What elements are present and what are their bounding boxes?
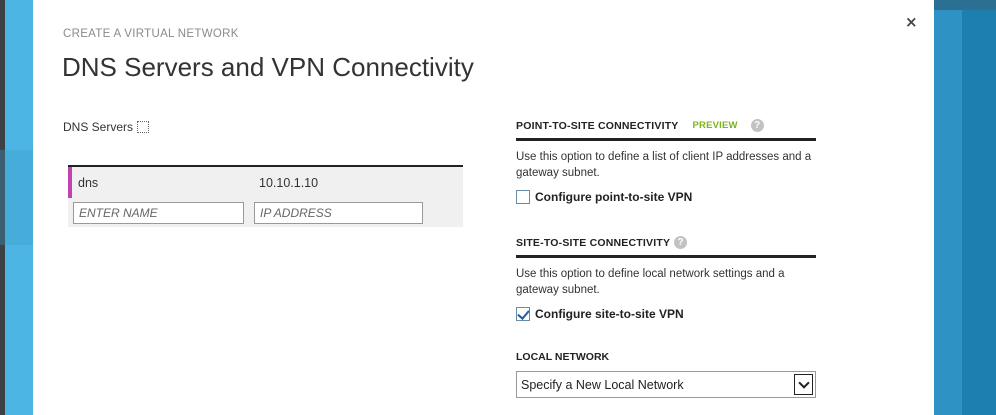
dns-name-input[interactable] bbox=[73, 201, 244, 224]
dns-new-entry-row bbox=[68, 198, 463, 227]
dns-ip-input[interactable] bbox=[254, 201, 423, 224]
chevron-down-icon[interactable] bbox=[794, 374, 813, 395]
site-to-site-heading-text: SITE-TO-SITE CONNECTIVITY bbox=[516, 236, 671, 249]
dns-servers-table: dns 10.10.1.10 bbox=[68, 165, 463, 227]
local-network-label: LOCAL NETWORK bbox=[516, 351, 610, 363]
info-icon[interactable] bbox=[137, 121, 150, 133]
point-to-site-description: Use this option to define a list of clie… bbox=[516, 151, 812, 179]
site-to-site-checkbox-label[interactable]: Configure site-to-site VPN bbox=[535, 307, 684, 321]
table-row[interactable]: dns 10.10.1.10 bbox=[68, 167, 463, 198]
help-icon[interactable]: ? bbox=[674, 236, 688, 249]
help-icon[interactable]: ? bbox=[750, 119, 764, 132]
create-vnet-dialog: × CREATE A VIRTUAL NETWORK DNS Servers a… bbox=[33, 0, 934, 415]
site-to-site-checkbox-row[interactable]: Configure site-to-site VPN bbox=[516, 307, 816, 321]
page-title: DNS Servers and VPN Connectivity bbox=[62, 52, 474, 82]
left-band bbox=[0, 150, 33, 245]
site-to-site-checkbox[interactable] bbox=[516, 307, 530, 321]
local-network-selected-value: Specify a New Local Network bbox=[521, 377, 684, 392]
site-to-site-section: SITE-TO-SITE CONNECTIVITY ? Use this opt… bbox=[516, 234, 816, 321]
preview-badge: PREVIEW bbox=[692, 120, 738, 131]
dns-servers-label-row: DNS Servers bbox=[63, 120, 150, 134]
right-accent-stripe bbox=[962, 0, 996, 415]
table-top-rule bbox=[68, 165, 463, 167]
background-right-panel bbox=[934, 0, 996, 415]
point-to-site-checkbox-label[interactable]: Configure point-to-site VPN bbox=[535, 190, 693, 204]
point-to-site-checkbox[interactable] bbox=[516, 190, 530, 204]
wizard-subtitle: CREATE A VIRTUAL NETWORK bbox=[63, 28, 239, 40]
local-network-select[interactable]: Specify a New Local Network bbox=[516, 371, 816, 398]
close-icon[interactable]: × bbox=[905, 13, 918, 31]
left-accent-stripe bbox=[5, 0, 33, 415]
dns-entry-ip: 10.10.1.10 bbox=[259, 175, 319, 190]
right-band bbox=[934, 0, 996, 10]
background-left-panel bbox=[0, 0, 33, 415]
point-to-site-heading-text: POINT-TO-SITE CONNECTIVITY bbox=[516, 119, 679, 132]
site-to-site-description: Use this option to define local network … bbox=[516, 268, 785, 296]
dns-servers-label: DNS Servers bbox=[63, 120, 134, 134]
dns-entry-name: dns bbox=[78, 175, 99, 190]
point-to-site-checkbox-row[interactable]: Configure point-to-site VPN bbox=[516, 190, 816, 204]
point-to-site-section: POINT-TO-SITE CONNECTIVITY PREVIEW ? Use… bbox=[516, 117, 816, 204]
site-to-site-heading: SITE-TO-SITE CONNECTIVITY ? bbox=[516, 234, 816, 258]
point-to-site-heading: POINT-TO-SITE CONNECTIVITY PREVIEW ? bbox=[516, 117, 816, 141]
